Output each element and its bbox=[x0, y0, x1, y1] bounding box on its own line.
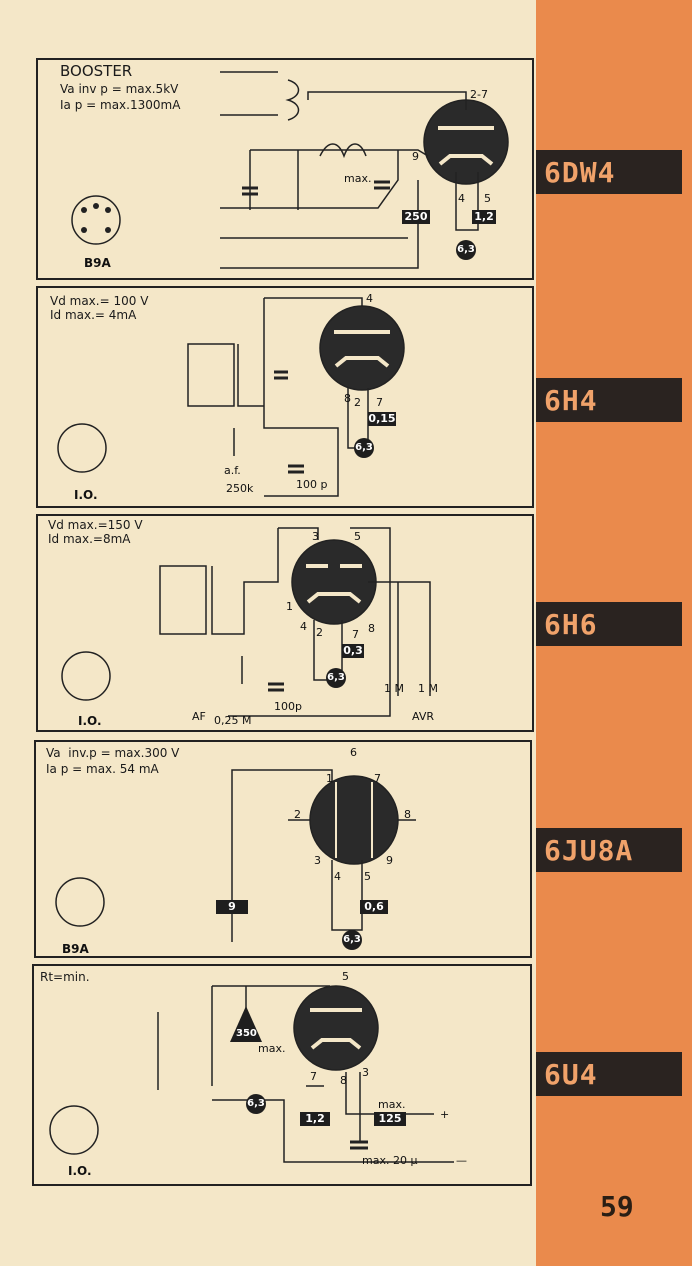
tab-6dw4: 6DW4 bbox=[536, 150, 682, 194]
capacitor-label: 100 p bbox=[296, 478, 328, 491]
base-type-label: B9A bbox=[62, 942, 89, 956]
pin-label: 3 bbox=[362, 1066, 369, 1079]
pin-label: 8 bbox=[344, 392, 351, 405]
heater-current-box: 0,15 bbox=[368, 412, 396, 426]
spec-line: Id max.= 4mA bbox=[50, 308, 137, 322]
resistor-label: 1 M bbox=[418, 682, 438, 695]
pin-label: 5 bbox=[354, 530, 361, 543]
resistor-label: 1 M bbox=[384, 682, 404, 695]
pin-label: 2 bbox=[354, 396, 361, 409]
base-type-label: I.O. bbox=[74, 488, 98, 502]
heater-current-box: 0,3 bbox=[342, 644, 364, 658]
pin-label: 2 bbox=[294, 808, 301, 821]
schematic-diagram bbox=[55, 769, 416, 942]
heater-voltage-badge: 6,3 bbox=[354, 438, 374, 458]
tab-label: 6H6 bbox=[544, 608, 598, 641]
triangle-label: 350 bbox=[236, 1028, 257, 1039]
pin-label: 7 bbox=[374, 772, 381, 785]
schematic-diagram bbox=[71, 71, 509, 269]
heater-voltage-badge: 6,3 bbox=[246, 1094, 266, 1114]
pin-label: 5 bbox=[364, 870, 371, 883]
resistor-label: 0,25 M bbox=[214, 714, 252, 727]
heater-voltage-badge: 6,3 bbox=[326, 668, 346, 688]
tab-6ju8a: 6JU8A bbox=[536, 828, 682, 872]
spec-line: Va inv p = max.5kV bbox=[60, 82, 179, 96]
tab-6u4: 6U4 bbox=[536, 1052, 682, 1096]
pin-label: 4 bbox=[458, 192, 465, 205]
tab-6h4: 6H4 bbox=[536, 378, 682, 422]
pin-label: 8 bbox=[404, 808, 411, 821]
spec-line: Vd max.=150 V bbox=[48, 518, 143, 532]
resistance-box: 250 bbox=[402, 210, 430, 224]
current-box: 125 bbox=[374, 1112, 406, 1126]
spec-line: Va inv.p = max.300 V bbox=[46, 746, 180, 760]
schematic-diagram bbox=[49, 985, 454, 1163]
schematic-panel-6u4: Rt=min. I.O. 5 7 8 bbox=[32, 964, 532, 1186]
heater-current-box: 1,2 bbox=[300, 1112, 330, 1126]
pin-label: 8 bbox=[368, 622, 375, 635]
spec-line: BOOSTER bbox=[60, 62, 133, 80]
max-label: max. bbox=[258, 1042, 286, 1055]
plus-terminal-label: + bbox=[440, 1108, 450, 1121]
page-number: 59 bbox=[600, 1190, 634, 1223]
af-label: AF bbox=[192, 710, 206, 723]
pin-label: 2-7 bbox=[470, 88, 488, 101]
heater-voltage-badge: 6,3 bbox=[456, 240, 476, 260]
tab-label: 6H4 bbox=[544, 384, 598, 417]
heater-current-box: 1,2 bbox=[472, 210, 496, 224]
pin-label: 1 bbox=[326, 772, 333, 785]
minus-terminal-label: — bbox=[456, 1154, 467, 1167]
max-label: max. bbox=[344, 172, 372, 185]
spec-line: Ia p = max.1300mA bbox=[60, 98, 181, 112]
schematic-panel-6h6: Vd max.=150 V Id max.=8mA I. bbox=[36, 514, 534, 732]
pin-label: 7 bbox=[310, 1070, 317, 1083]
spec-line: Vd max.= 100 V bbox=[50, 294, 149, 308]
capacitor-label: max. 20 μ bbox=[362, 1154, 418, 1167]
tab-6h6: 6H6 bbox=[536, 602, 682, 646]
tab-label: 6JU8A bbox=[544, 834, 634, 867]
avr-label: AVR bbox=[412, 710, 434, 723]
heater-voltage-badge: 6,3 bbox=[342, 930, 362, 950]
spec-line: Id max.=8mA bbox=[48, 532, 131, 546]
schematic-diagram bbox=[57, 297, 405, 497]
spec-line: Rt=min. bbox=[40, 970, 90, 984]
base-type-label: I.O. bbox=[78, 714, 102, 728]
pin-label: 6 bbox=[350, 746, 357, 759]
pin-label: 3 bbox=[314, 854, 321, 867]
pin-label: 3 bbox=[312, 530, 319, 543]
schematic-panel-6dw4: BOOSTER Va inv p = max.5kV Ia p = max.13… bbox=[36, 58, 534, 280]
schematic-diagram bbox=[61, 527, 431, 717]
pin-label: 7 bbox=[352, 628, 359, 641]
base-type-label: I.O. bbox=[68, 1164, 92, 1178]
af-label: a.f. bbox=[224, 464, 241, 477]
pin-label: 2 bbox=[316, 626, 323, 639]
pin-label: 9 bbox=[386, 854, 393, 867]
pin-label: 4 bbox=[300, 620, 307, 633]
pin-label: 4 bbox=[366, 292, 373, 305]
tab-label: 6U4 bbox=[544, 1058, 598, 1091]
pin-label: 7 bbox=[376, 396, 383, 409]
spec-line: Ia p = max. 54 mA bbox=[46, 762, 159, 776]
pin-label: 8 bbox=[340, 1074, 347, 1087]
heater-current-box: 0,6 bbox=[360, 900, 388, 914]
schematic-panel-6ju8a: Va inv.p = max.300 V Ia p = max. 54 mA B… bbox=[34, 740, 532, 958]
pin-label: 4 bbox=[334, 870, 341, 883]
resistance-box: 9 bbox=[216, 900, 248, 914]
tab-label: 6DW4 bbox=[544, 156, 616, 189]
pin-label: 1 bbox=[286, 600, 293, 613]
pin-label: 5 bbox=[484, 192, 491, 205]
pin-label: 9 bbox=[412, 150, 419, 163]
resistor-label: 250k bbox=[226, 482, 254, 495]
max-label: max. bbox=[378, 1098, 406, 1111]
base-type-label: B9A bbox=[84, 256, 111, 270]
pin-label: 5 bbox=[342, 970, 349, 983]
capacitor-label: 100p bbox=[274, 700, 302, 713]
schematic-panel-6h4: Vd max.= 100 V Id max.= 4mA I.O. 4 8 bbox=[36, 286, 534, 508]
